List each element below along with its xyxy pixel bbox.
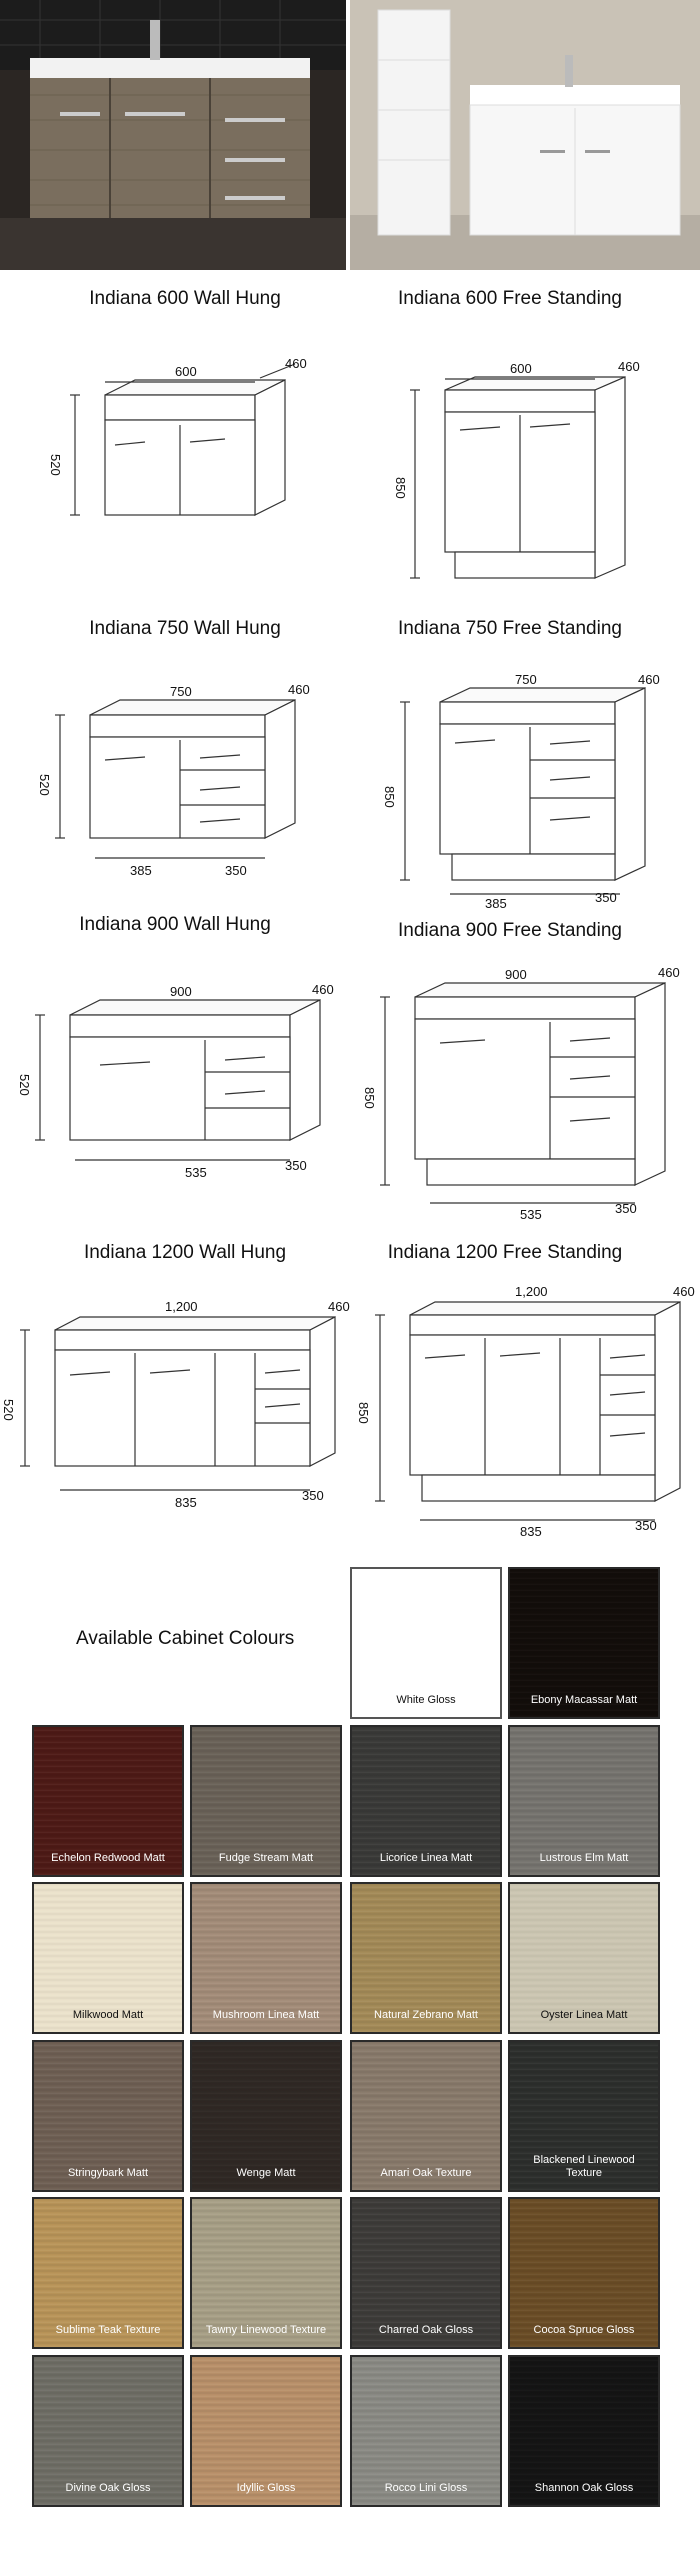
colour-swatch: Tawny Linewood Texture (190, 2197, 342, 2349)
right-width-dimension: 350 (595, 890, 617, 905)
colour-swatch: Licorice Linea Matt (350, 1725, 502, 1877)
colour-swatch: Shannon Oak Gloss (508, 2355, 660, 2507)
colour-swatch: Divine Oak Gloss (32, 2355, 184, 2507)
diagram-750-wall-hung: 750 460 520 385 350 (37, 682, 320, 905)
colour-swatch: Rocco Lini Gloss (350, 2355, 502, 2507)
colour-swatch: Wenge Matt (190, 2040, 342, 2192)
hero-photo-white-vanity (350, 0, 700, 270)
colour-swatch: Idyllic Gloss (190, 2355, 342, 2507)
diagram-title-900-free-standing: Indiana 900 Free Standing (398, 920, 622, 941)
diagram-title-750-free-standing: Indiana 750 Free Standing (398, 618, 622, 639)
colour-swatch-label: Ebony Macassar Matt (530, 1694, 638, 1706)
colours-heading: Available Cabinet Colours (76, 1628, 295, 1649)
depth-dimension: 460 (618, 359, 640, 374)
width-dimension: 900 (170, 984, 192, 999)
colour-swatch-label: White Gloss (396, 1694, 456, 1706)
left-width-dimension: 535 (185, 1165, 207, 1180)
colour-swatch-label: Licorice Linea Matt (379, 1852, 473, 1864)
width-dimension: 1,200 (515, 1284, 548, 1299)
diagram-title-600-wall-hung: Indiana 600 Wall Hung (89, 288, 281, 309)
colour-swatch-label: Stringybark Matt (67, 2167, 149, 2179)
depth-dimension: 460 (288, 682, 310, 697)
colour-swatch: Sublime Teak Texture (32, 2197, 184, 2349)
right-width-dimension: 350 (285, 1158, 307, 1173)
depth-dimension: 460 (658, 965, 680, 980)
right-width-dimension: 350 (615, 1201, 637, 1216)
colour-swatch-label: Fudge Stream Matt (218, 1852, 314, 1864)
diagram-title-1200-free-standing: Indiana 1200 Free Standing (387, 1242, 623, 1263)
colour-swatch-label: Wenge Matt (236, 2167, 296, 2179)
left-width-dimension: 835 (520, 1524, 542, 1539)
width-dimension: 1,200 (165, 1299, 198, 1314)
colour-swatch-label: Milkwood Matt (72, 2009, 144, 2021)
diagram-title-1200-wall-hung: Indiana 1200 Wall Hung (83, 1242, 287, 1263)
left-width-dimension: 835 (175, 1495, 197, 1510)
colour-swatch: Blackened Linewood Texture (508, 2040, 660, 2192)
diagram-600-wall-hung: 600 460 520 (48, 356, 315, 585)
colour-swatch-label: Charred Oak Gloss (378, 2324, 474, 2336)
height-dimension: 520 (17, 1074, 32, 1096)
colour-swatch-label: Sublime Teak Texture (55, 2324, 161, 2336)
colour-swatch: Fudge Stream Matt (190, 1725, 342, 1877)
left-width-dimension: 535 (520, 1207, 542, 1222)
height-dimension: 520 (48, 454, 63, 476)
width-dimension: 750 (515, 672, 537, 687)
width-dimension: 900 (505, 967, 527, 982)
width-dimension: 600 (175, 364, 197, 379)
colour-swatch: Stringybark Matt (32, 2040, 184, 2192)
colour-swatch-label: Mushroom Linea Matt (212, 2009, 320, 2021)
colour-swatch: Charred Oak Gloss (350, 2197, 502, 2349)
depth-dimension: 460 (328, 1299, 350, 1314)
colour-swatch-label: Natural Zebrano Matt (374, 2009, 478, 2021)
diagram-750-free-standing: 750 460 850 385 350 (380, 672, 680, 915)
left-width-dimension: 385 (485, 896, 507, 911)
colour-swatch-label: Rocco Lini Gloss (384, 2482, 468, 2494)
height-dimension: 850 (362, 1087, 377, 1109)
diagram-1200-free-standing: 1,200 460 850 835 350 (356, 1284, 695, 1545)
colour-swatch: Amari Oak Texture (350, 2040, 502, 2192)
height-dimension: 850 (382, 786, 397, 808)
diagram-1200-wall-hung: 1,200 460 520 835 350 (1, 1299, 350, 1540)
diagram-600-free-standing: 600 460 850 (393, 359, 660, 600)
right-width-dimension: 350 (635, 1518, 657, 1533)
colour-swatch: White Gloss (350, 1567, 502, 1719)
colour-swatch: Ebony Macassar Matt (508, 1567, 660, 1719)
colour-swatch-label: Oyster Linea Matt (540, 2009, 628, 2021)
colour-swatch: Echelon Redwood Matt (32, 1725, 184, 1877)
colour-swatch: Milkwood Matt (32, 1882, 184, 2034)
diagram-900-free-standing: 900 460 850 535 350 (362, 965, 680, 1230)
diagram-title-900-wall-hung: Indiana 900 Wall Hung (79, 914, 271, 935)
hero-photo-timber-vanity (0, 0, 346, 270)
height-dimension: 520 (1, 1399, 16, 1421)
diagram-900-wall-hung: 900 460 520 535 350 (17, 982, 340, 1205)
width-dimension: 750 (170, 684, 192, 699)
colour-swatch: Lustrous Elm Matt (508, 1725, 660, 1877)
colour-swatch-label: Lustrous Elm Matt (539, 1852, 629, 1864)
width-dimension: 600 (510, 361, 532, 376)
colour-swatch: Cocoa Spruce Gloss (508, 2197, 660, 2349)
colour-swatch: Oyster Linea Matt (508, 1882, 660, 2034)
left-width-dimension: 385 (130, 863, 152, 878)
colour-swatch-label: Amari Oak Texture (380, 2167, 472, 2179)
colour-swatch: Natural Zebrano Matt (350, 1882, 502, 2034)
diagram-title-600-free-standing: Indiana 600 Free Standing (398, 288, 622, 309)
colour-swatch-label: Divine Oak Gloss (65, 2482, 151, 2494)
right-width-dimension: 350 (302, 1488, 324, 1503)
colour-swatch-label: Shannon Oak Gloss (534, 2482, 634, 2494)
height-dimension: 850 (356, 1402, 371, 1424)
depth-dimension: 460 (673, 1284, 695, 1299)
height-dimension: 850 (393, 477, 408, 499)
colour-swatch-label: Tawny Linewood Texture (205, 2324, 327, 2336)
colour-swatch-label: Blackened Linewood Texture (533, 2154, 635, 2179)
height-dimension: 520 (37, 774, 52, 796)
right-width-dimension: 350 (225, 863, 247, 878)
depth-dimension: 460 (638, 672, 660, 687)
colour-swatch: Mushroom Linea Matt (190, 1882, 342, 2034)
colour-swatch-label: Idyllic Gloss (236, 2482, 296, 2494)
depth-dimension: 460 (312, 982, 334, 997)
colour-swatch-label: Echelon Redwood Matt (51, 1852, 165, 1864)
diagram-title-750-wall-hung: Indiana 750 Wall Hung (89, 618, 281, 639)
depth-dimension: 460 (285, 356, 307, 371)
colour-swatch-label: Cocoa Spruce Gloss (533, 2324, 635, 2336)
